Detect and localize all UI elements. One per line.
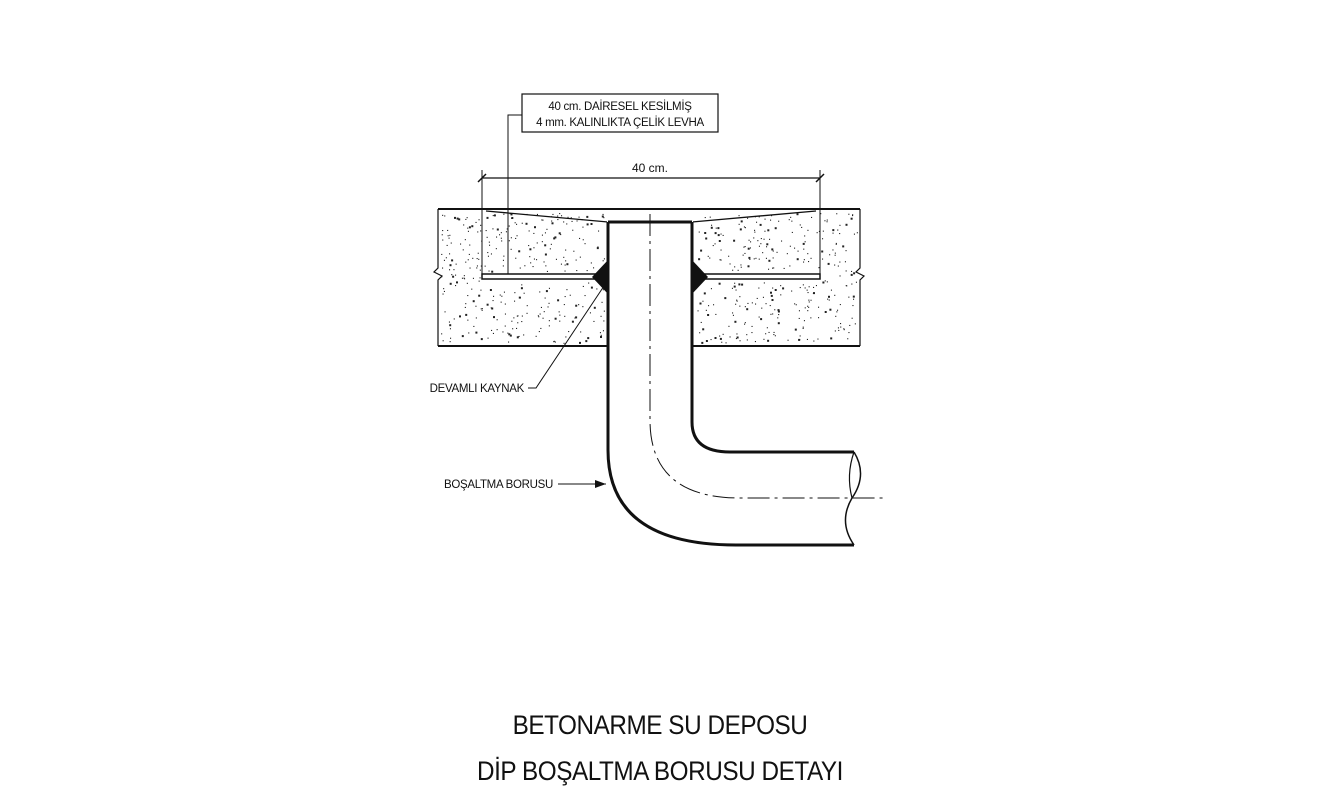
drain-pipe xyxy=(606,214,886,547)
right-break-line xyxy=(854,209,866,346)
drawing-title-line1: BETONARME SU DEPOSU xyxy=(512,710,808,740)
dimension-text: 40 cm. xyxy=(632,161,668,175)
pipe-label: BOŞALTMA BORUSU xyxy=(444,479,553,491)
weld-label: DEVAMLI KAYNAK xyxy=(430,383,525,395)
pipe-centerline xyxy=(649,214,886,499)
drawing-title-line2: DİP BOŞALTMA BORUSU DETAYI xyxy=(477,756,843,786)
plate-note-line2: 4 mm. KALINLIKTA ÇELİK LEVHA xyxy=(536,116,704,129)
plate-note xyxy=(507,93,719,274)
left-break-line xyxy=(432,209,444,346)
concrete-aggregate-texture xyxy=(441,213,858,344)
dimension-line xyxy=(477,170,825,276)
plate-note-line1: 40 cm. DAİRESEL KESİLMİŞ xyxy=(548,100,692,113)
weld-leader xyxy=(528,285,605,389)
continuous-weld xyxy=(592,260,708,294)
pipe-leader xyxy=(558,480,606,488)
